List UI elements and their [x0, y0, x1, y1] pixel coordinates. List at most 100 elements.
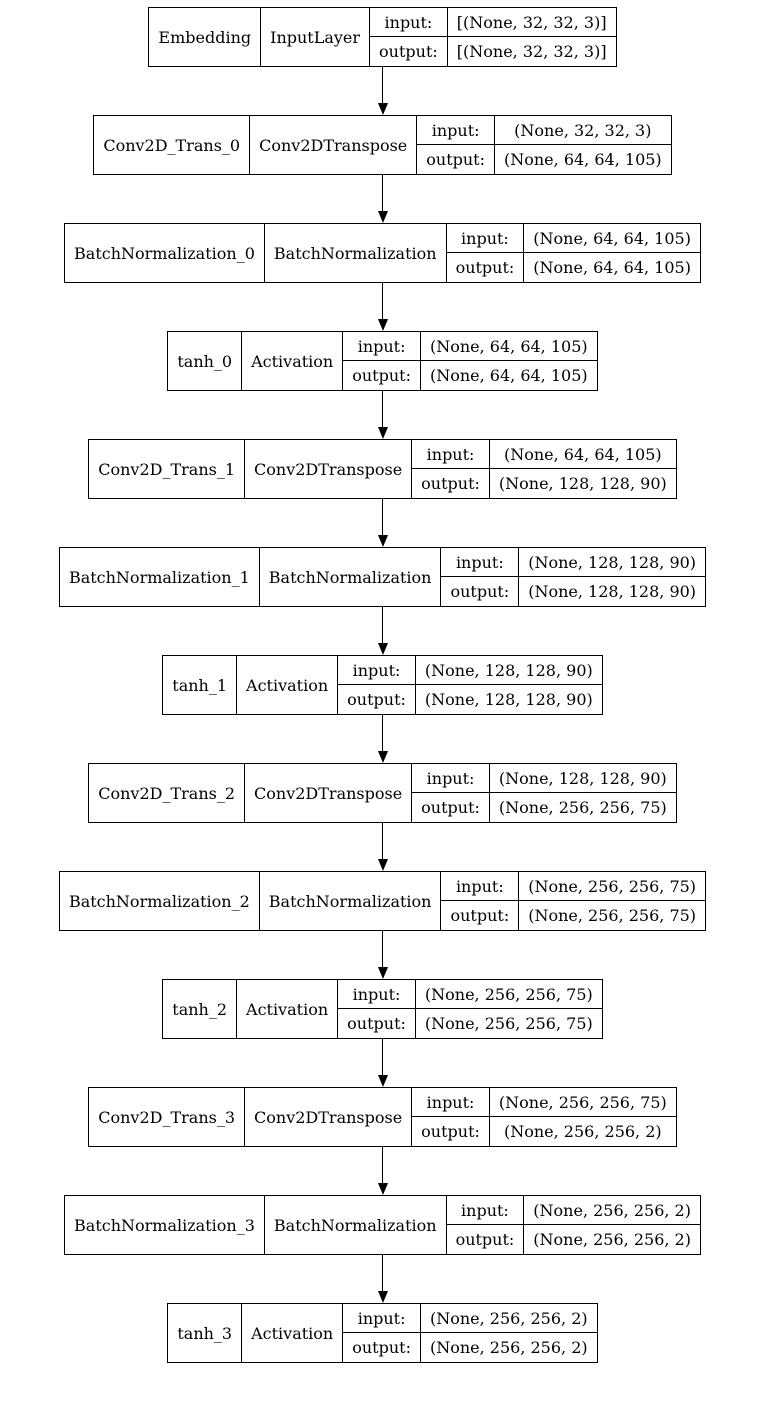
arrow-line: [382, 1039, 383, 1076]
arrow-down-icon: [377, 859, 388, 871]
arrow-down-icon: [377, 967, 388, 979]
input-label: input:: [446, 224, 525, 253]
layer-node: Conv2D_Trans_2 Conv2DTranspose input: (N…: [88, 763, 677, 823]
arrow-line: [382, 1255, 383, 1292]
input-shape-value: (None, 256, 256, 75): [519, 872, 706, 901]
input-label: input:: [412, 440, 490, 469]
layer-name: BatchNormalization_2: [60, 872, 260, 930]
output-shape-value: (None, 256, 256, 2): [503, 1122, 662, 1141]
layer-class: Activation: [237, 656, 339, 714]
input-label: input:: [338, 656, 416, 685]
layer-name: Embedding: [149, 8, 262, 66]
output-shape-value: (None, 256, 256, 2): [429, 1338, 588, 1357]
layer-node: Conv2D_Trans_3 Conv2DTranspose input: (N…: [88, 1087, 677, 1147]
output-label: output:: [338, 1009, 416, 1038]
input-shape-value: (None, 256, 256, 75): [489, 1088, 676, 1117]
arrow-line: [382, 391, 383, 428]
input-label: input:: [446, 1196, 525, 1225]
output-shape-value: (None, 64, 64, 105): [533, 258, 691, 277]
output-shape-value: (None, 64, 64, 105): [429, 366, 588, 385]
layer-class: InputLayer: [261, 8, 371, 66]
arrow-line: [382, 607, 383, 644]
layer-node: Embedding InputLayer input: [(None, 32, …: [148, 7, 617, 67]
input-shape-value: (None, 128, 128, 90): [519, 548, 706, 577]
output-label: output:: [412, 793, 490, 822]
arrow-down-icon: [377, 427, 388, 439]
flow-arrow: [377, 607, 388, 655]
layer-name: Conv2D_Trans_1: [89, 440, 246, 498]
flow-arrow: [377, 823, 388, 871]
layer-node: tanh_1 Activation input: (None, 128, 128…: [162, 655, 603, 715]
output-shape-value: (None, 64, 64, 105): [504, 150, 662, 169]
arrow-line: [382, 67, 383, 104]
layer-name: tanh_2: [163, 980, 238, 1038]
flow-arrow: [377, 1147, 388, 1195]
layer-name: tanh_1: [163, 656, 238, 714]
layer-node: BatchNormalization_0 BatchNormalization …: [64, 223, 701, 283]
arrow-line: [382, 283, 383, 320]
input-label: input:: [441, 548, 520, 577]
output-label: output:: [338, 685, 416, 714]
input-shape-value: (None, 256, 256, 2): [524, 1196, 700, 1225]
input-shape-value: (None, 64, 64, 105): [420, 332, 597, 361]
layer-node: tanh_0 Activation input: (None, 64, 64, …: [167, 331, 598, 391]
layer-class: Conv2DTranspose: [250, 116, 418, 174]
input-shape-value: (None, 128, 128, 90): [415, 656, 602, 685]
input-label: input:: [343, 1304, 421, 1333]
input-shape-value: [(None, 32, 32, 3)]: [447, 8, 616, 37]
input-shape-value: (None, 64, 64, 105): [489, 440, 676, 469]
output-label: output:: [441, 577, 520, 606]
flow-arrow: [377, 931, 388, 979]
output-label: output:: [343, 1333, 421, 1362]
input-shape-value: (None, 256, 256, 2): [420, 1304, 597, 1333]
output-label: output:: [417, 145, 495, 174]
layer-class: BatchNormalization: [260, 548, 442, 606]
flow-arrow: [377, 175, 388, 223]
flow-arrow: [377, 283, 388, 331]
layer-name: tanh_0: [168, 332, 243, 390]
output-label: output:: [370, 37, 448, 66]
layer-class: Conv2DTranspose: [245, 764, 413, 822]
arrow-down-icon: [377, 319, 388, 331]
layer-class: Activation: [237, 980, 339, 1038]
layer-name: Conv2D_Trans_0: [94, 116, 251, 174]
input-shape-value: (None, 128, 128, 90): [489, 764, 676, 793]
flow-arrow: [377, 499, 388, 547]
output-shape-value: (None, 128, 128, 90): [424, 690, 593, 709]
output-shape-value: (None, 256, 256, 75): [424, 1014, 593, 1033]
arrow-down-icon: [377, 1183, 388, 1195]
flow-arrow: [377, 391, 388, 439]
layer-node: Conv2D_Trans_1 Conv2DTranspose input: (N…: [88, 439, 677, 499]
input-shape-value: (None, 32, 32, 3): [495, 116, 671, 145]
layer-name: tanh_3: [168, 1304, 243, 1362]
input-label: input:: [412, 1088, 490, 1117]
input-shape-value: (None, 64, 64, 105): [524, 224, 700, 253]
output-shape-value: (None, 256, 256, 75): [498, 798, 667, 817]
output-shape-value: (None, 256, 256, 2): [533, 1230, 691, 1249]
layer-node: BatchNormalization_3 BatchNormalization …: [64, 1195, 701, 1255]
layer-class: Activation: [242, 332, 344, 390]
input-shape-value: (None, 256, 256, 75): [415, 980, 602, 1009]
flow-arrow: [377, 1255, 388, 1303]
layer-node: tanh_3 Activation input: (None, 256, 256…: [167, 1303, 598, 1363]
arrow-line: [382, 1147, 383, 1184]
output-shape-value: (None, 128, 128, 90): [528, 582, 697, 601]
layer-class: Conv2DTranspose: [245, 1088, 413, 1146]
arrow-down-icon: [377, 643, 388, 655]
output-shape-value: (None, 128, 128, 90): [498, 474, 667, 493]
arrow-line: [382, 931, 383, 968]
output-label: output:: [447, 1225, 525, 1254]
layer-class: BatchNormalization: [260, 872, 442, 930]
layer-class: BatchNormalization: [265, 224, 447, 282]
layer-class: Activation: [242, 1304, 344, 1362]
input-label: input:: [441, 872, 520, 901]
input-label: input:: [338, 980, 416, 1009]
layer-class: BatchNormalization: [265, 1196, 447, 1254]
output-label: output:: [441, 901, 520, 930]
arrow-down-icon: [377, 535, 388, 547]
arrow-line: [382, 175, 383, 212]
input-label: input:: [412, 764, 490, 793]
layer-name: Conv2D_Trans_3: [89, 1088, 246, 1146]
arrow-down-icon: [377, 751, 388, 763]
